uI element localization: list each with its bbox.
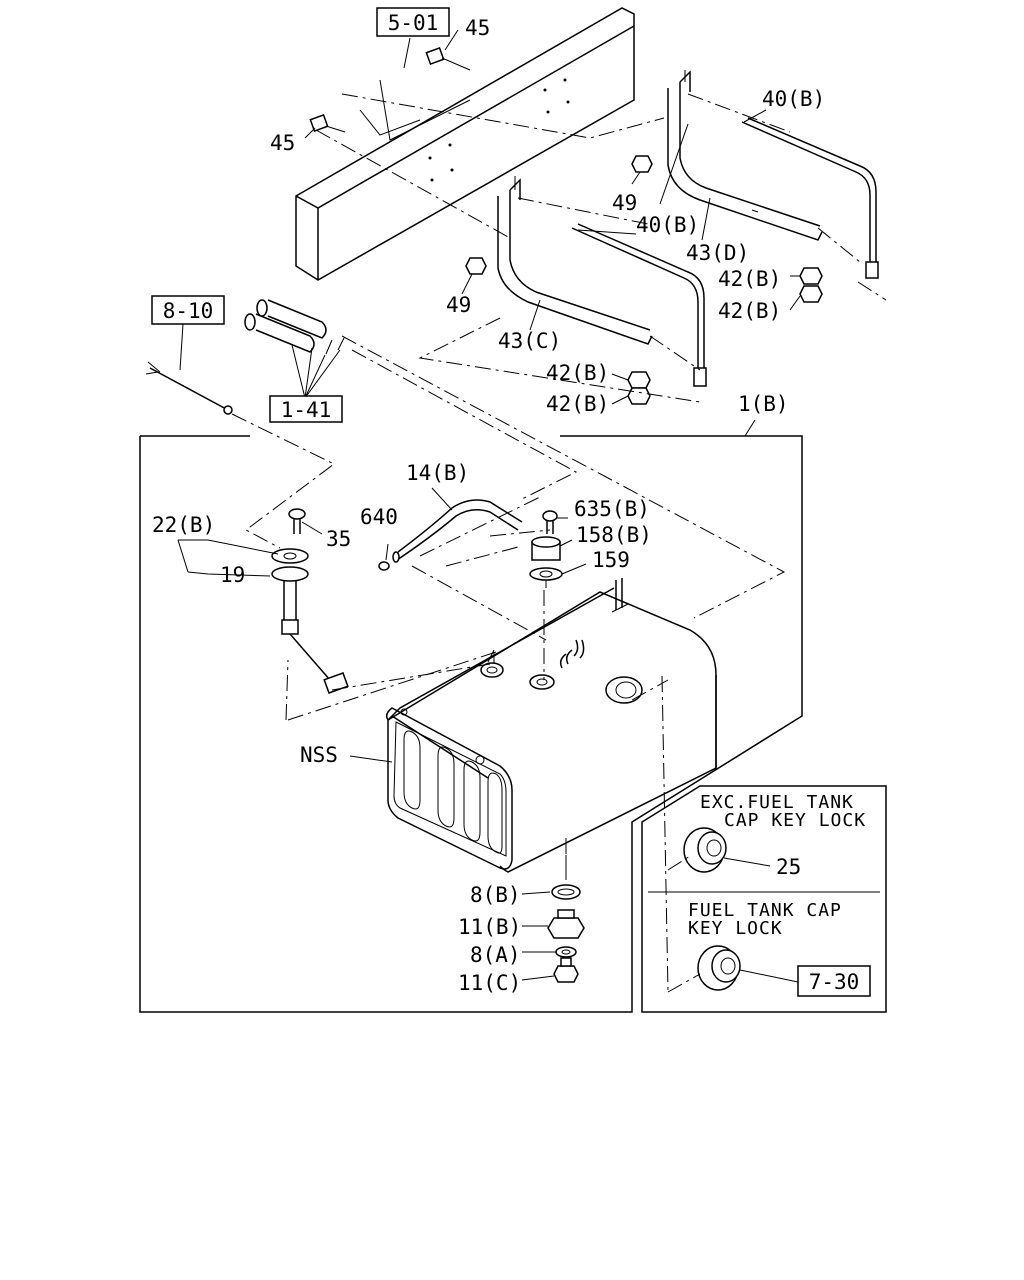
label-640: 640: [360, 505, 398, 529]
label-19: 19: [220, 563, 245, 587]
label-42b-right-2: 42(B): [718, 299, 781, 323]
leader-lines: [177, 37, 801, 983]
nut-49-left: [461, 257, 487, 295]
ref-box-7-30[interactable]: 7-30: [797, 965, 871, 997]
label-42b-mid-1: 42(B): [546, 361, 609, 385]
label-43c: 43(C): [498, 329, 561, 353]
svg-text:7-30: 7-30: [809, 970, 860, 994]
strap-40b-mid: [571, 223, 707, 387]
label-25: 25: [776, 855, 801, 879]
label-40b-right: 40(B): [762, 87, 825, 111]
frame-rail: [295, 7, 635, 281]
label-49-right: 49: [612, 191, 637, 215]
label-45-lower: 45: [270, 131, 295, 155]
screw-35: [288, 508, 306, 534]
clip-640: [378, 543, 390, 571]
label-45-upper: 45: [465, 16, 490, 40]
variant-key-line1: FUEL TANK CAP: [688, 900, 842, 921]
bolt-45-lower: [304, 114, 346, 139]
svg-text:1-41: 1-41: [281, 398, 332, 422]
ref-box-1-41[interactable]: 1-41: [269, 395, 343, 423]
variant-exc-line1: EXC.FUEL TANK: [700, 792, 854, 813]
screw-635b: [542, 510, 558, 534]
svg-text:8-10: 8-10: [163, 299, 214, 323]
bracket-43d: [667, 70, 823, 241]
label-14b: 14(B): [406, 461, 469, 485]
variant-box: [641, 785, 887, 1013]
label-159: 159: [592, 548, 630, 572]
label-nss: NSS: [300, 743, 338, 767]
fuel-cap-25: [683, 827, 727, 873]
fuel-cap-key-lock: [697, 945, 741, 991]
hose-14b: [392, 499, 523, 563]
vent-tubes: [244, 299, 345, 399]
label-158b: 158(B): [576, 523, 652, 547]
label-42b-right-1: 42(B): [718, 267, 781, 291]
variant-key-line2: KEY LOCK: [688, 918, 783, 939]
label-42b-mid-2: 42(B): [546, 392, 609, 416]
label-1b: 1(B): [738, 392, 789, 416]
label-11b: 11(B): [458, 915, 521, 939]
label-49-left: 49: [446, 293, 471, 317]
label-43d: 43(D): [686, 241, 749, 265]
variant-exc-line2: CAP KEY LOCK: [724, 810, 866, 831]
label-40b-mid: 40(B): [636, 213, 699, 237]
plug-11b: [547, 909, 585, 939]
label-635b: 635(B): [574, 497, 650, 521]
nut-49-right: [631, 155, 653, 185]
label-8b: 8(B): [470, 883, 521, 907]
fitting-158b: [531, 536, 561, 561]
wire-harness: [145, 361, 233, 415]
label-22b: 22(B): [152, 513, 215, 537]
strap-40b-right: [741, 117, 879, 279]
svg-text:5-01: 5-01: [388, 11, 439, 35]
gasket-8a: [555, 946, 577, 958]
bracket-43c: [497, 176, 653, 345]
main-assembly-box: [139, 419, 803, 1013]
ref-box-8-10[interactable]: 8-10: [151, 295, 225, 325]
gasket-159: [529, 567, 563, 581]
label-11c: 11(C): [458, 971, 521, 995]
center-lines: [231, 93, 887, 993]
nuts-42b-mid: [627, 371, 651, 405]
plug-11c: [553, 957, 579, 983]
gasket-8b: [551, 884, 581, 900]
label-8a: 8(A): [470, 943, 521, 967]
ref-box-5-01[interactable]: 5-01: [376, 7, 450, 37]
bolt-45-upper: [425, 29, 471, 71]
fuel-sender-unit: [271, 548, 349, 694]
fuel-tank: [385, 578, 717, 880]
label-35: 35: [326, 527, 351, 551]
nuts-42b-right: [799, 267, 823, 303]
